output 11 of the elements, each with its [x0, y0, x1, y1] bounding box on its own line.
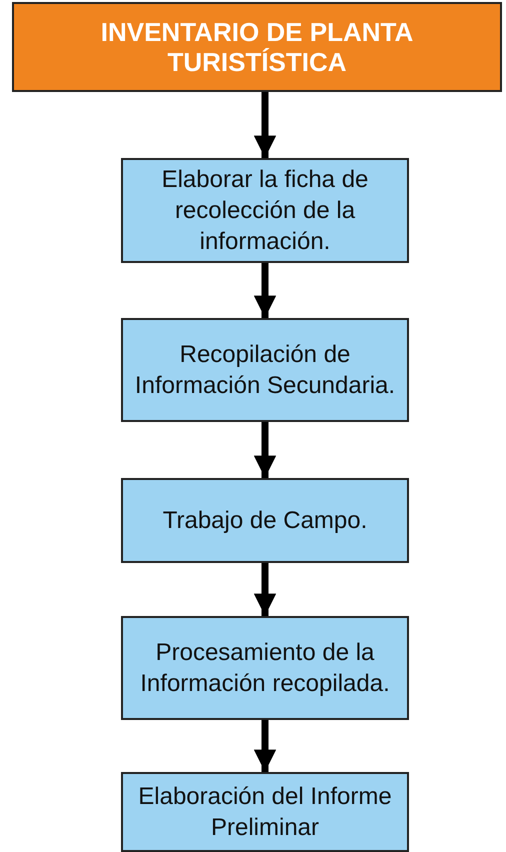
title-box: INVENTARIO DE PLANTA TURISTÍSTICA [12, 2, 502, 92]
arrow [254, 422, 276, 478]
process-box: Elaborar la ficha de recolección de la información. [121, 158, 409, 263]
arrow [254, 92, 276, 158]
process-box: Elaboración del Informe Preliminar [121, 772, 409, 852]
process-box: Trabajo de Campo. [121, 478, 409, 563]
process-box: Recopilación de Información Secundaria. [121, 318, 409, 422]
process-box: Procesamiento de la Información recopilada. [121, 616, 409, 720]
arrow [254, 563, 276, 616]
arrow [254, 720, 276, 772]
arrow [254, 263, 276, 318]
